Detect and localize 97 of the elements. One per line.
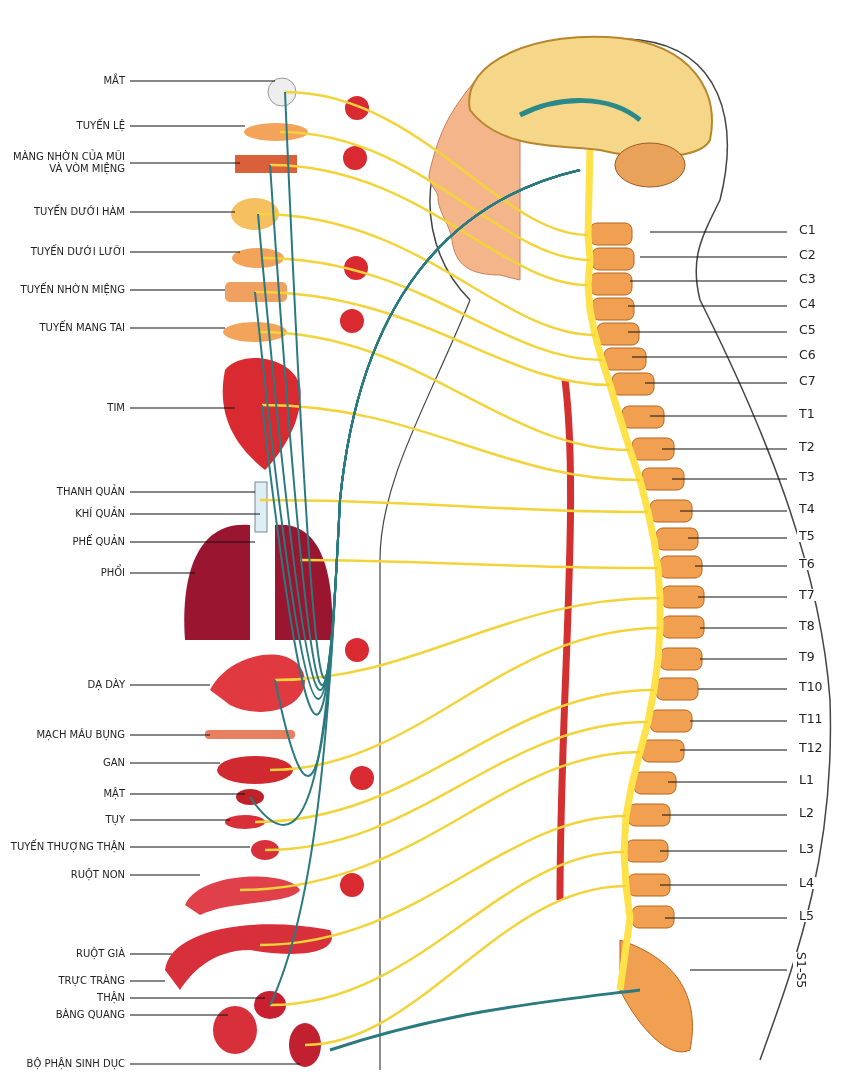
- part-label: L3: [797, 843, 816, 855]
- part-label: TỤY: [105, 814, 125, 826]
- leader-line: [129, 684, 211, 686]
- part-label: KHÍ QUẢN: [75, 508, 125, 520]
- part-label: TUYẾN NHỜN MIỆNG: [20, 284, 125, 296]
- leader-line: [129, 874, 201, 876]
- leader-line: [679, 510, 788, 512]
- leader-line: [627, 305, 788, 307]
- leader-line: [659, 884, 788, 886]
- leader-line: [129, 793, 246, 795]
- part-label: T4: [797, 503, 817, 515]
- part-label: L1: [797, 774, 816, 786]
- leader-line: [129, 953, 173, 955]
- leader-line: [649, 415, 788, 417]
- part-label: L2: [797, 807, 816, 819]
- part-label: T12: [797, 742, 825, 754]
- part-label: TIM: [107, 402, 125, 414]
- part-label: T2: [797, 441, 817, 453]
- part-label: C4: [797, 298, 818, 310]
- leader-line: [129, 734, 211, 736]
- part-label: T5: [797, 530, 817, 542]
- part-label: TUYẾN DƯỚI LƯỠI: [30, 246, 125, 258]
- part-label: MẠCH MÁU BỤNG: [36, 729, 125, 741]
- leader-line: [697, 688, 788, 690]
- part-label: C3: [797, 273, 818, 285]
- leader-line: [129, 211, 236, 213]
- part-label: PHẾ QUẢN: [72, 536, 125, 548]
- leader-line: [129, 491, 256, 493]
- part-label: MẬT: [103, 788, 125, 800]
- leader-line: [667, 781, 788, 783]
- leader-line: [659, 850, 788, 852]
- leader-line: [129, 846, 251, 848]
- leader-line: [687, 537, 788, 539]
- leader-line: [649, 231, 788, 233]
- leader-line: [679, 749, 788, 751]
- leader-line: [689, 720, 788, 722]
- part-label: C2: [797, 249, 818, 261]
- part-label: C1: [797, 224, 818, 236]
- leader-line: [129, 997, 266, 999]
- leader-line: [129, 762, 221, 764]
- part-label: S1-S5: [793, 952, 809, 989]
- part-label: MẮT: [103, 75, 125, 87]
- part-label: L4: [797, 877, 816, 889]
- leader-line: [129, 819, 231, 821]
- leader-line: [129, 513, 261, 515]
- part-label: DẠ DÀY: [87, 679, 125, 691]
- part-label: T11: [797, 713, 825, 725]
- part-label: BÀNG QUANG: [55, 1009, 125, 1021]
- part-label: C6: [797, 349, 818, 361]
- leader-line: [129, 289, 226, 291]
- leader-line: [129, 125, 246, 127]
- part-label: L5: [797, 910, 816, 922]
- leader-line: [129, 572, 196, 574]
- part-label: TRỰC TRÀNG: [58, 975, 125, 987]
- leader-line: [129, 80, 276, 82]
- part-label: BỘ PHẬN SINH DỤC: [26, 1058, 125, 1070]
- leader-line: [129, 1063, 301, 1065]
- leader-line: [694, 565, 788, 567]
- part-label: TUYẾN DƯỚI HÀM: [33, 206, 125, 218]
- leader-line: [629, 280, 788, 282]
- leader-line: [661, 814, 788, 816]
- leader-line: [639, 256, 788, 258]
- leader-line: [129, 541, 256, 543]
- leader-line: [664, 917, 788, 919]
- leader-line: [129, 162, 241, 164]
- leader-line: [129, 980, 166, 982]
- part-label: MÀNG NHỜN CỦA MŨI VÀ VÒM MIỆNG: [7, 151, 125, 175]
- leader-line: [129, 327, 226, 329]
- leader-line: [661, 448, 788, 450]
- part-label: C5: [797, 324, 818, 336]
- part-label: T8: [797, 620, 817, 632]
- leader-line: [631, 356, 788, 358]
- part-label: C7: [797, 375, 818, 387]
- leader-line: [644, 382, 788, 384]
- leader-line: [129, 407, 236, 409]
- leader-line: [671, 478, 788, 480]
- leader-line: [699, 658, 788, 660]
- part-label: TUYẾN MANG TAI: [39, 322, 125, 334]
- leader-line: [697, 596, 788, 598]
- leader-line: [129, 1014, 229, 1016]
- part-label: T9: [797, 651, 817, 663]
- part-label: RUỘT GIÀ: [76, 948, 125, 960]
- part-label: T3: [797, 471, 817, 483]
- part-label: THẬN: [97, 992, 125, 1004]
- part-label: TUYẾN THƯỢNG THẬN: [10, 841, 125, 853]
- part-label: T7: [797, 589, 817, 601]
- part-label: GAN: [102, 757, 125, 769]
- leader-line: [699, 627, 788, 629]
- leader-line: [689, 969, 788, 971]
- part-label: THANH QUẢN: [56, 486, 125, 498]
- part-label: TUYẾN LỆ: [76, 120, 125, 132]
- part-label: T10: [797, 681, 825, 693]
- leader-line: [627, 331, 788, 333]
- part-label: T1: [797, 408, 817, 420]
- part-label: T6: [797, 558, 817, 570]
- leader-line: [129, 251, 241, 253]
- part-label: RUỘT NON: [70, 869, 125, 881]
